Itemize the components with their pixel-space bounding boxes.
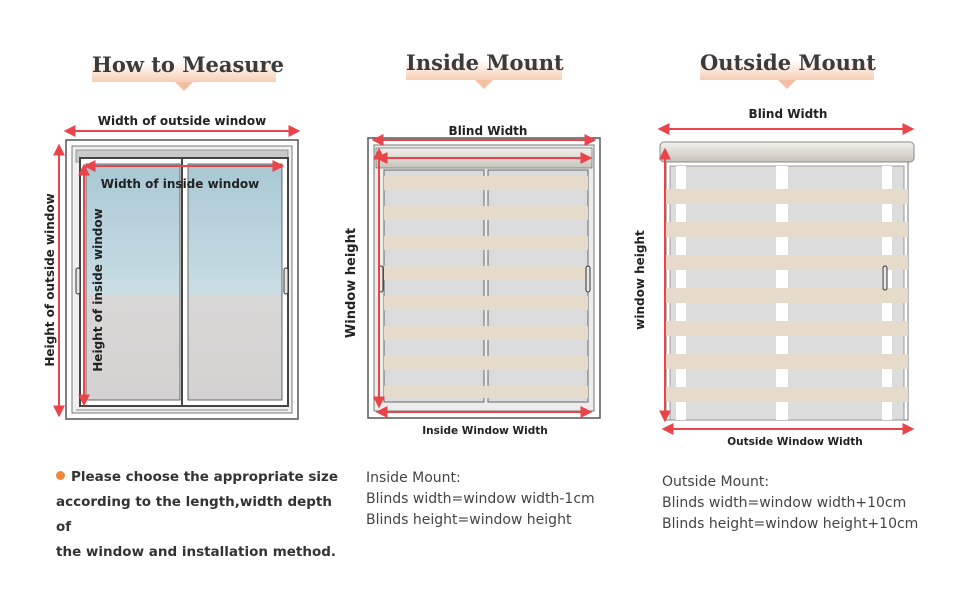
blind-width-label: Blind Width (449, 124, 528, 138)
outside-title-text: Outside Mount (700, 50, 876, 75)
blind-stripes (384, 176, 588, 398)
right-glass (187, 163, 283, 401)
window-height-label: Window height (344, 228, 359, 338)
title-notch (175, 82, 193, 91)
left-handle-icon (75, 267, 81, 295)
blind-width-label: Blind Width (749, 107, 828, 121)
title-highlight (406, 60, 562, 80)
headrail (659, 141, 915, 163)
window-height-label: window height (633, 230, 647, 330)
measure-note: Please choose the appropriate size accor… (56, 465, 346, 565)
spec-line: Blinds height=window height (366, 512, 572, 528)
note-line: according to the length,width depth of (56, 494, 332, 535)
inside-title: Inside Mount (406, 50, 564, 89)
right-handle-icon (283, 267, 289, 295)
right-handle-icon (585, 265, 591, 293)
width-inside-label: Width of inside window (101, 177, 260, 191)
outside-window-width-label: Outside Window Width (727, 436, 863, 448)
spec-line: Outside Mount: (662, 474, 770, 490)
inside-mount-diagram: Blind Width Window height Inside Window … (344, 124, 601, 437)
measure-title: How to Measure (92, 52, 284, 91)
measure-diagram: Width of outside window Width of inside … (43, 114, 301, 420)
spec-line: Blinds width=window width+10cm (662, 495, 907, 511)
spec-line: Inside Mount: (366, 470, 461, 486)
blind-stripes (666, 189, 908, 402)
outside-spec: Outside Mount: Blinds width=window width… (662, 472, 952, 535)
spec-line: Blinds height=window height+10cm (662, 516, 919, 532)
height-inside-label: Height of inside window (91, 208, 105, 371)
outside-mount-diagram: Blind Width window height Outside Window… (633, 107, 915, 448)
note-line: Please choose the appropriate size (56, 465, 346, 490)
inside-spec: Inside Mount: Blinds width=window width-… (366, 468, 626, 531)
measure-title-text: How to Measure (92, 52, 284, 77)
title-highlight (700, 60, 874, 80)
bullet-icon (56, 471, 65, 480)
inside-title-text: Inside Mount (406, 50, 564, 75)
right-handle-icon (882, 265, 888, 291)
left-glass (85, 163, 181, 401)
spec-line: Blinds width=window width-1cm (366, 491, 595, 507)
width-outside-label: Width of outside window (98, 114, 266, 128)
title-notch (778, 80, 796, 89)
height-outside-label: Height of outside window (43, 193, 57, 366)
title-notch (475, 80, 493, 89)
title-highlight (92, 62, 276, 82)
outside-title: Outside Mount (700, 50, 876, 89)
note-line: the window and installation method. (56, 544, 337, 560)
inside-window-width-label: Inside Window Width (422, 425, 547, 437)
